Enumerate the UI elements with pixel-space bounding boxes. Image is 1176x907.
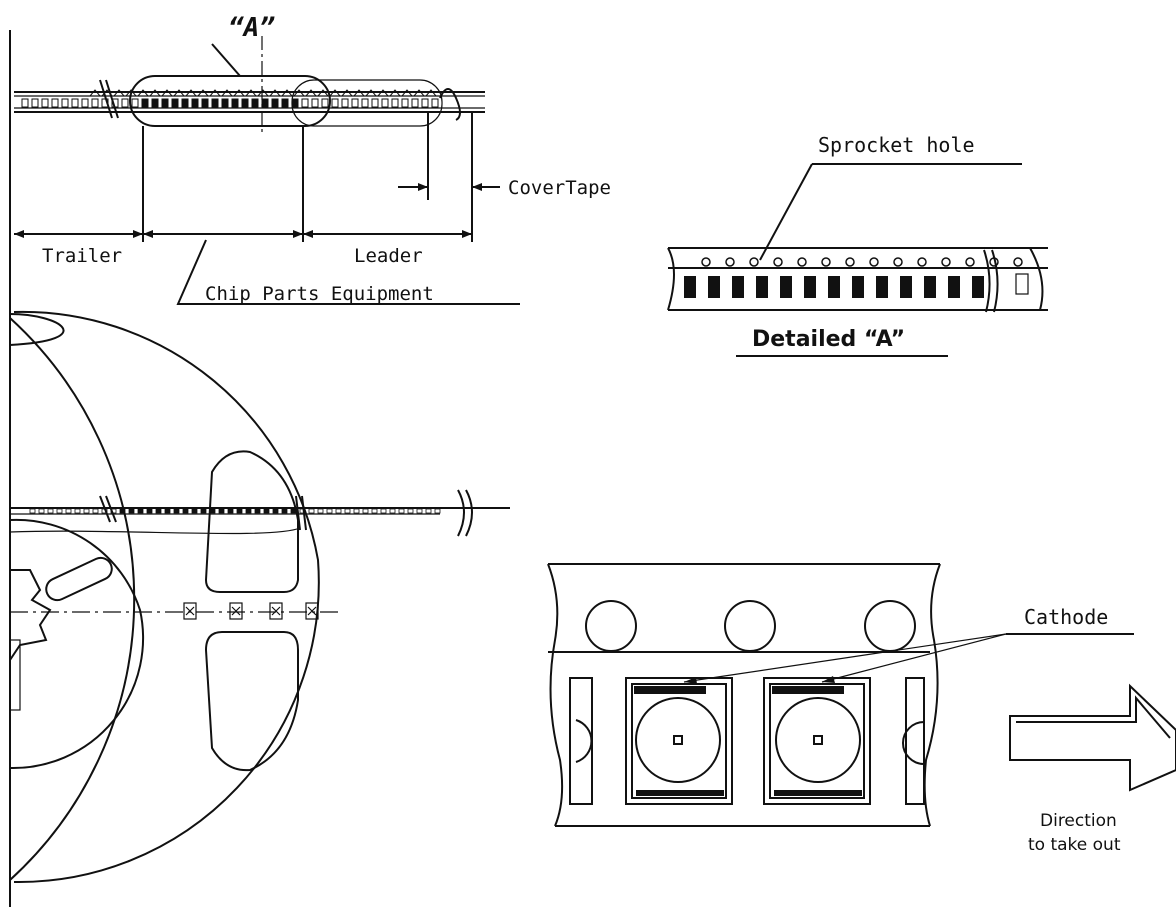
detailed-a-label: Detailed “A” xyxy=(752,327,905,352)
top-dimensions xyxy=(14,112,520,305)
reel-tape-marks xyxy=(29,508,441,514)
detail-sprocket-holes xyxy=(701,257,1023,267)
direction-label-line1: Direction xyxy=(1040,811,1117,831)
leader-label: Leader xyxy=(354,245,423,267)
cathode-label: Cathode xyxy=(1024,605,1108,629)
reel-label-marks xyxy=(183,602,319,620)
chip-parts-label: Chip Parts Equipment xyxy=(205,283,434,305)
detail-a-frame-right xyxy=(291,79,443,127)
reel-drawing xyxy=(9,310,510,884)
detail-a-callout: “A” xyxy=(228,13,275,43)
detail-a-frame-left xyxy=(129,75,331,127)
sprocket-hole-label: Sprocket hole xyxy=(818,133,975,157)
direction-arrow-icon xyxy=(1009,683,1176,792)
direction-arrow-inner xyxy=(1016,695,1171,739)
detailed-a-tape xyxy=(667,163,1048,313)
detail-chip-pockets xyxy=(684,276,984,298)
trailer-label: Trailer xyxy=(42,245,122,267)
break-mark-left xyxy=(99,79,119,119)
top-tape-strip xyxy=(14,36,485,136)
carrier-tape-closeup xyxy=(547,563,1134,827)
break-mark-right xyxy=(439,88,461,121)
direction-label-line2: to take out xyxy=(1028,835,1121,855)
top-tape-pockets xyxy=(21,98,439,108)
cover-tape-label: CoverTape xyxy=(508,177,611,199)
detail-a-leader-line xyxy=(211,43,241,77)
top-tape-sprocket-marks xyxy=(89,89,437,97)
